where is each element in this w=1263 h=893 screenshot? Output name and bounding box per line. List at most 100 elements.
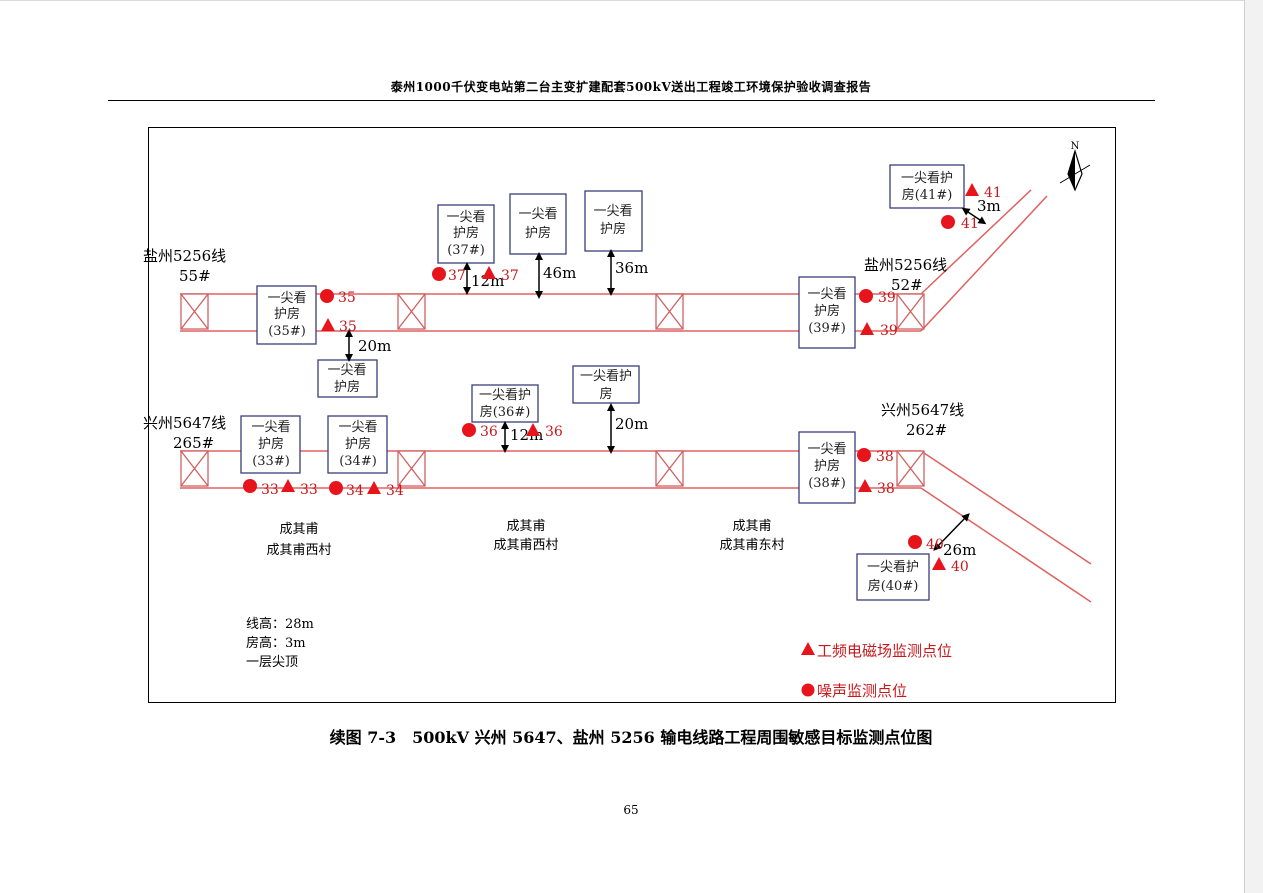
tower-boxes: [180, 293, 925, 487]
svg-text:35: 35: [338, 290, 356, 306]
svg-text:一尖看: 一尖看: [593, 203, 632, 219]
svg-text:一尖看: 一尖看: [807, 441, 846, 457]
circle-legend-icon: [801, 683, 815, 697]
tower-label-line: 盐州5256线: [864, 256, 947, 274]
page-top-edge: [0, 0, 1262, 1]
xingzhou-line: [180, 450, 1092, 603]
svg-text:(39#): (39#): [808, 321, 846, 336]
svg-text:20m: 20m: [358, 337, 391, 355]
svg-text:一尖看: 一尖看: [267, 290, 306, 306]
noise-point: 40: [908, 535, 944, 553]
svg-text:37: 37: [448, 268, 466, 284]
svg-text:46m: 46m: [543, 264, 576, 282]
noise-point: 37: [432, 267, 466, 284]
svg-text:20m: 20m: [615, 415, 648, 433]
map-svg: 盐州5256线 55# 盐州5256线 52# 兴州5647线 265# 兴州5…: [143, 141, 1092, 700]
emf-point: 37: [482, 266, 519, 284]
distance-labels: 3m 12m 46m 36m 20m 12m 20m 26m: [358, 197, 1001, 559]
svg-text:41: 41: [984, 185, 1002, 201]
tower-labels: 盐州5256线 55# 盐州5256线 52# 兴州5647线 265# 兴州5…: [143, 247, 964, 452]
svg-text:(37#): (37#): [447, 243, 485, 258]
svg-text:一尖看: 一尖看: [446, 209, 485, 225]
svg-text:39: 39: [880, 323, 898, 339]
tower-icon: [397, 293, 426, 330]
tower-icon: [180, 293, 209, 330]
emf-point: 40: [932, 557, 969, 575]
svg-text:房(36#): 房(36#): [480, 404, 531, 420]
svg-text:护房: 护房: [453, 225, 479, 241]
svg-text:35: 35: [339, 319, 357, 335]
svg-text:房: 房: [599, 386, 612, 402]
tower-label-line: 兴州5647线: [881, 401, 964, 419]
svg-text:线高：28m: 线高：28m: [246, 616, 314, 632]
svg-text:36: 36: [480, 424, 498, 440]
svg-text:护房: 护房: [334, 379, 360, 395]
tower-label-line: 兴州5647线: [143, 414, 226, 432]
svg-text:33: 33: [261, 482, 279, 498]
svg-text:一层尖顶: 一层尖顶: [246, 655, 298, 670]
distance-arrow: [961, 207, 987, 225]
emf-point: 33: [281, 479, 318, 498]
svg-text:噪声监测点位: 噪声监测点位: [817, 682, 907, 700]
svg-text:33: 33: [300, 482, 318, 498]
tower-label-num: 262#: [906, 421, 947, 439]
north-arrow-icon: N: [1059, 141, 1091, 192]
figure-caption: 续图 7-3 500kV 兴州 5647、盐州 5256 输电线路工程周围敏感目…: [329, 728, 933, 747]
legend: 工频电磁场监测点位 噪声监测点位: [801, 642, 952, 700]
svg-text:40: 40: [951, 559, 969, 575]
svg-text:成其甫西村: 成其甫西村: [266, 543, 331, 558]
svg-text:房高：3m: 房高：3m: [246, 635, 306, 651]
svg-text:36m: 36m: [615, 259, 648, 277]
svg-text:38: 38: [876, 449, 894, 465]
noise-point: 34: [329, 481, 364, 499]
svg-text:41: 41: [961, 216, 979, 232]
emf-point: 38: [858, 479, 895, 497]
svg-text:38: 38: [877, 481, 895, 497]
svg-text:36: 36: [545, 424, 563, 440]
monitoring-points: 41 41 37 37 35 35 39 39 36 36 38 38 33 3…: [243, 183, 1002, 575]
svg-text:(34#): (34#): [339, 454, 377, 469]
svg-text:护房: 护房: [814, 458, 840, 474]
svg-text:(38#): (38#): [808, 476, 846, 491]
svg-text:护房: 护房: [600, 221, 626, 237]
svg-text:一尖看护: 一尖看护: [867, 559, 919, 575]
svg-text:一尖看: 一尖看: [327, 362, 366, 378]
noise-point: 35: [320, 289, 356, 306]
svg-text:26m: 26m: [943, 541, 976, 559]
emf-point: 34: [367, 481, 404, 499]
tower-label-num: 265#: [173, 434, 214, 452]
svg-text:N: N: [1071, 141, 1080, 152]
noise-point: 39: [859, 289, 896, 306]
svg-text:一尖看: 一尖看: [338, 419, 377, 435]
triangle-legend-icon: [801, 642, 815, 655]
svg-text:成其甫西村: 成其甫西村: [493, 538, 558, 553]
tower-icon: [896, 293, 925, 330]
svg-text:成其甫东村: 成其甫东村: [719, 538, 784, 553]
svg-text:40: 40: [926, 537, 944, 553]
noise-point: 41: [941, 215, 979, 232]
svg-text:一尖看护: 一尖看护: [901, 170, 953, 186]
tower-label-num: 55#: [179, 267, 211, 285]
tower-label-line: 盐州5256线: [143, 247, 226, 265]
page-number: 65: [623, 803, 639, 817]
tower-icon: [655, 450, 684, 487]
notes: 线高：28m 房高：3m 一层尖顶: [246, 616, 314, 670]
tower-icon: [180, 450, 209, 487]
tower-label-num: 52#: [891, 276, 923, 294]
svg-text:一尖看护: 一尖看护: [580, 368, 632, 384]
header-rule: [108, 100, 1155, 101]
svg-text:成其甫: 成其甫: [279, 522, 318, 537]
svg-text:34: 34: [346, 483, 364, 499]
svg-text:一尖看: 一尖看: [807, 286, 846, 302]
